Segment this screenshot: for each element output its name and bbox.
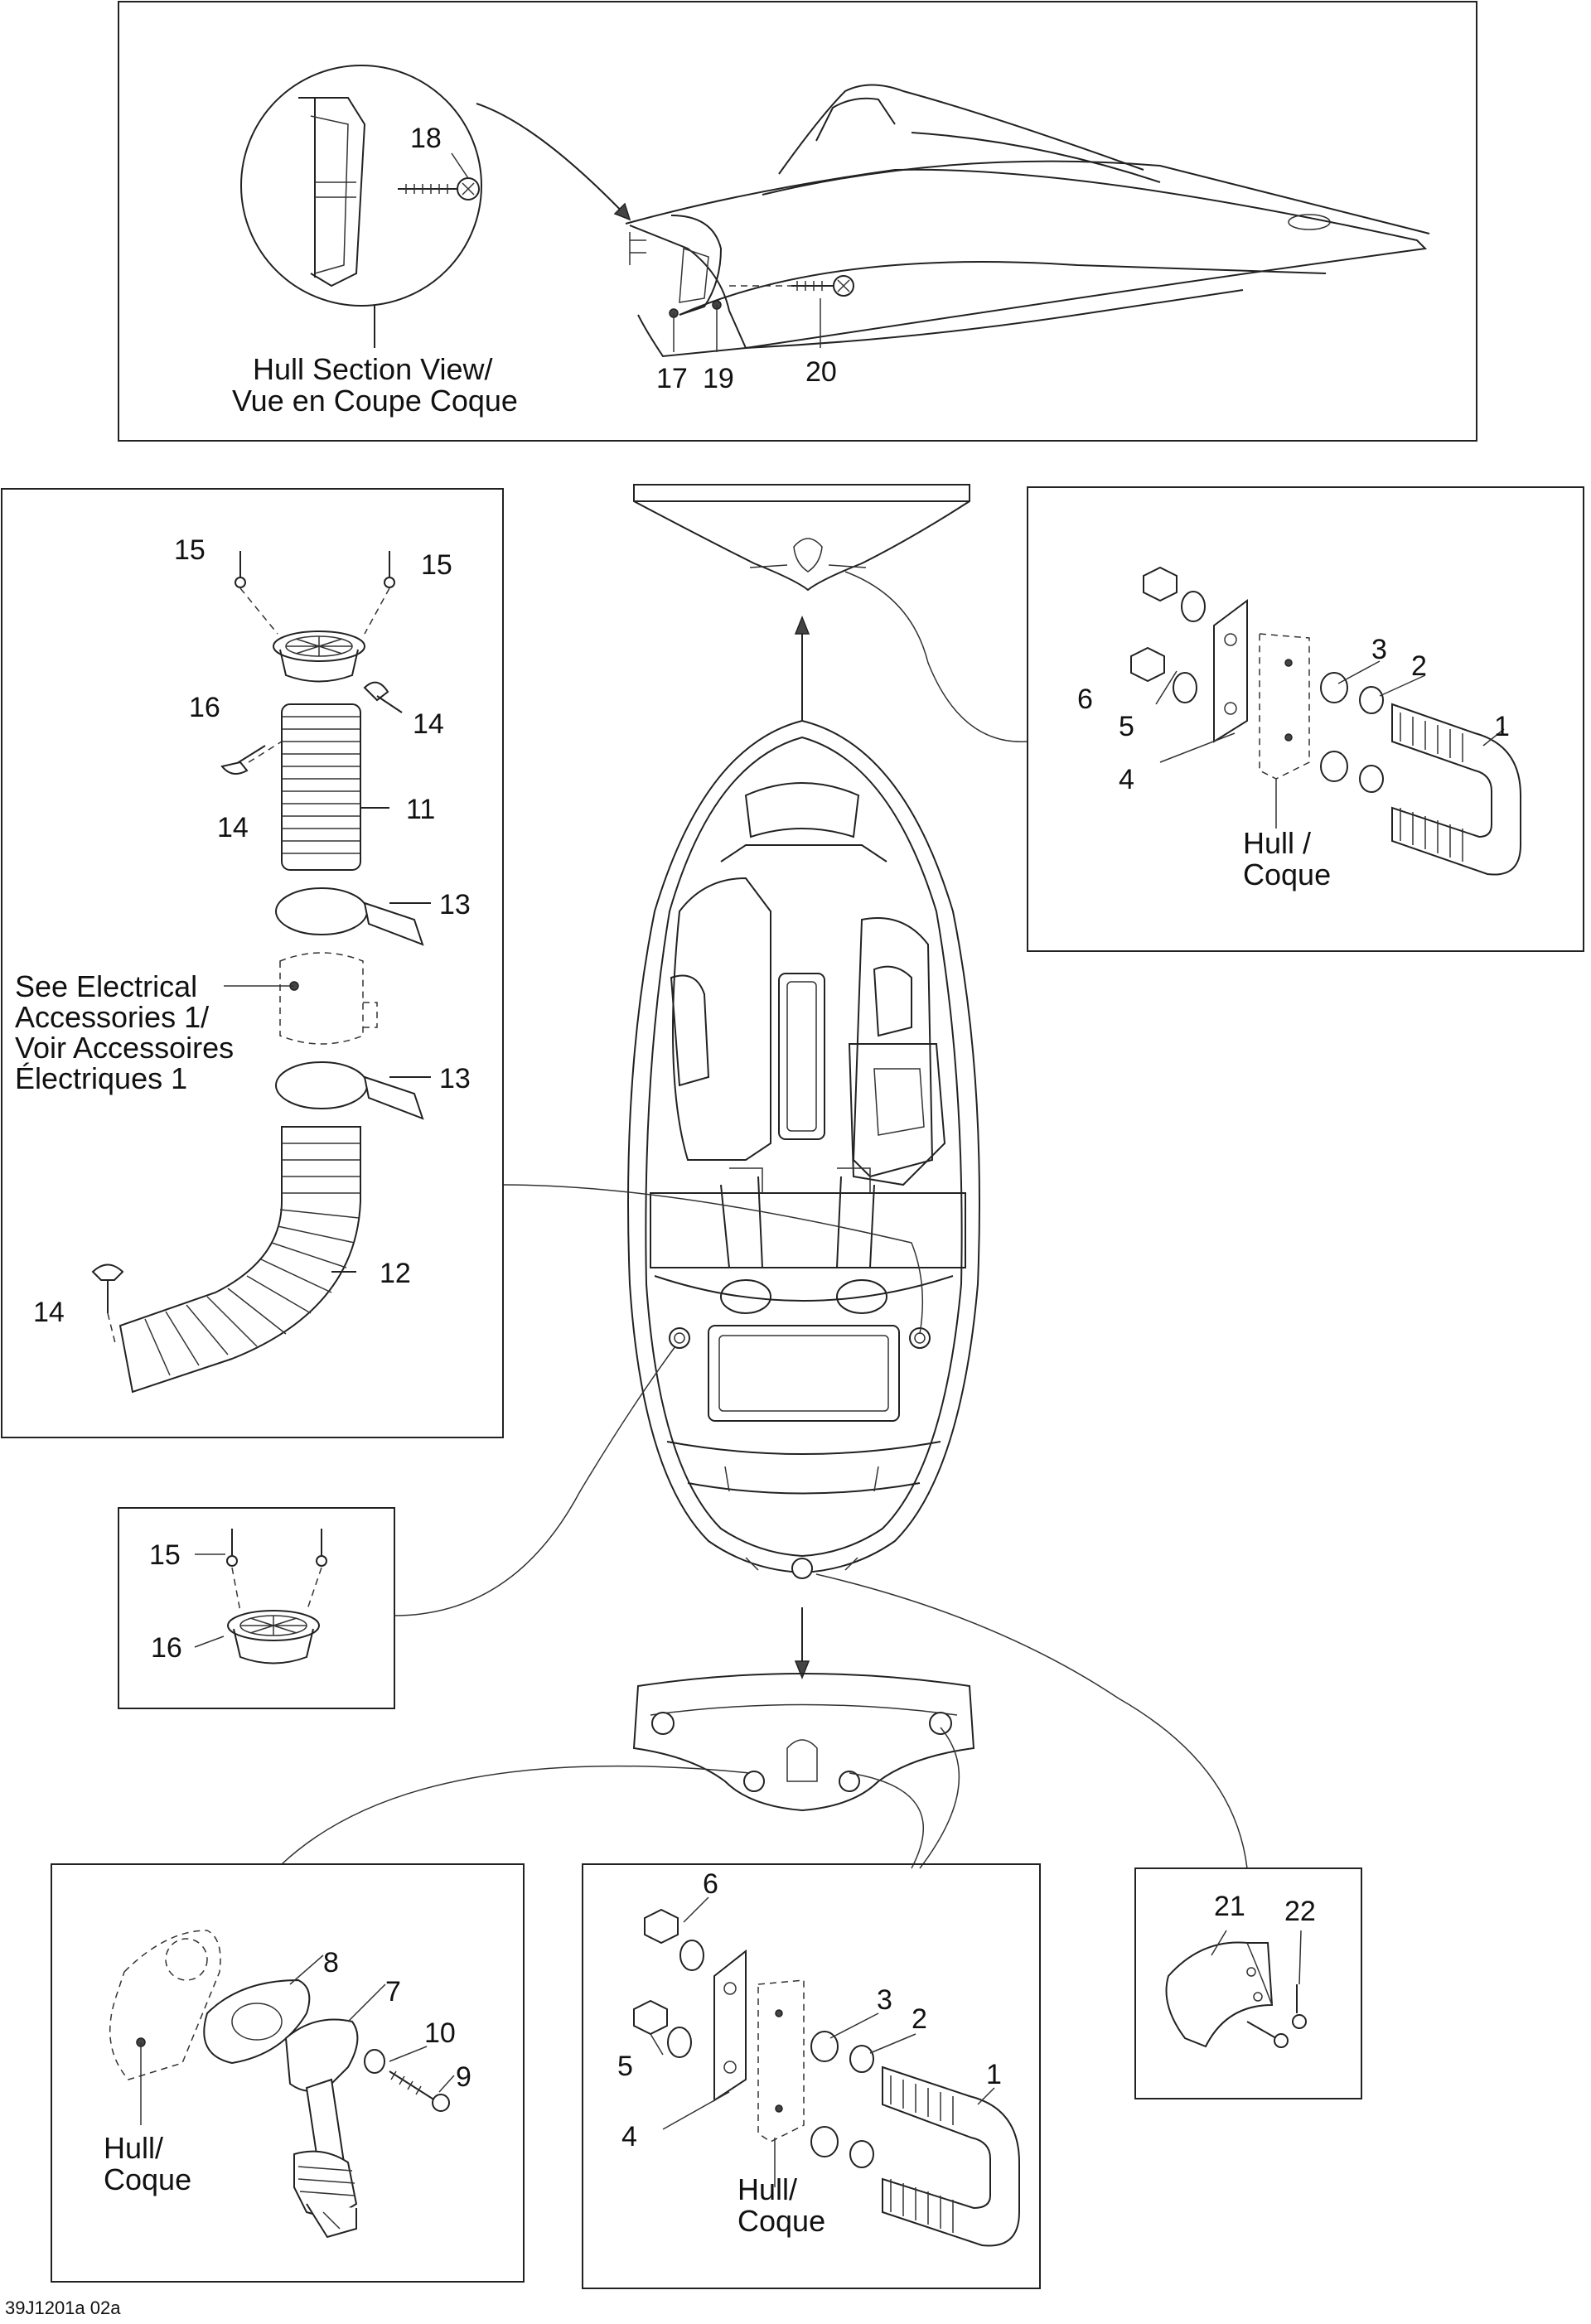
leader-lines bbox=[281, 571, 1248, 1869]
panel-u-bolt-rear: 6 5 4 3 2 1 Hull/ Coque bbox=[582, 1863, 1041, 2289]
callout-22: 22 bbox=[1284, 1896, 1316, 1927]
callout-21: 21 bbox=[1214, 1891, 1245, 1922]
screw-icon bbox=[389, 2070, 450, 2112]
hose-icon bbox=[118, 1126, 361, 1394]
figure-code: 39J1201a 02a bbox=[5, 2297, 121, 2318]
callout-14-top: 14 bbox=[413, 708, 444, 740]
panel-clip: 21 22 bbox=[1134, 1867, 1362, 2099]
callout-19: 19 bbox=[703, 363, 734, 394]
hull-section-caption-line1: Hull Section View/ bbox=[253, 352, 492, 386]
nut-icon bbox=[633, 1908, 679, 2036]
callout-2-top: 2 bbox=[1411, 650, 1427, 682]
callout-15-left: 15 bbox=[174, 534, 206, 566]
panel-vent-cap: 15 16 bbox=[118, 1507, 395, 1709]
callout-4-bottom: 4 bbox=[621, 2121, 637, 2152]
callout-5-bottom: 5 bbox=[617, 2051, 633, 2082]
callout-6-bottom: 6 bbox=[703, 1868, 718, 1900]
callout-12: 12 bbox=[380, 1258, 411, 1289]
callout-3-top: 3 bbox=[1371, 634, 1387, 665]
callout-10: 10 bbox=[424, 2017, 456, 2049]
nut-icon bbox=[1130, 566, 1178, 683]
see-electrical-line4: Électriques 1 bbox=[15, 1061, 187, 1095]
washer-icon bbox=[667, 1940, 874, 2168]
see-electrical-line3: Voir Accessoires bbox=[15, 1031, 234, 1065]
callout-6-top: 6 bbox=[1077, 684, 1093, 715]
clamp-icon bbox=[275, 887, 424, 1120]
see-electrical-line2: Accessories 1/ bbox=[15, 1000, 209, 1034]
callout-1-top: 1 bbox=[1494, 711, 1510, 742]
u-bolt-icon bbox=[882, 2066, 1020, 2247]
hull-label-bl-line2: Coque bbox=[104, 2162, 191, 2196]
vent-cap-icon bbox=[227, 1610, 320, 1664]
boat-hull-icon bbox=[625, 84, 1430, 358]
callout-13-top: 13 bbox=[439, 889, 471, 920]
callout-5-top: 5 bbox=[1119, 711, 1134, 742]
vent-cap-icon bbox=[273, 631, 365, 683]
hull-label-top-line2: Coque bbox=[1243, 858, 1331, 891]
hull-label-bm-line2: Coque bbox=[737, 2204, 825, 2238]
callout-11: 11 bbox=[406, 794, 435, 825]
callout-16-top: 16 bbox=[189, 692, 220, 723]
callout-18: 18 bbox=[410, 123, 442, 154]
boat-top-view bbox=[627, 484, 980, 1812]
see-electrical-line1: See Electrical bbox=[15, 969, 197, 1003]
callout-8: 8 bbox=[323, 1947, 339, 1979]
callout-20: 20 bbox=[805, 356, 837, 388]
callout-9: 9 bbox=[456, 2061, 471, 2093]
panel-drain-plug: 8 7 10 9 Hull/ Coque bbox=[51, 1863, 525, 2283]
callout-3-bottom: 3 bbox=[877, 1984, 892, 2016]
hull-section-caption-line2: Vue en Coupe Coque bbox=[232, 384, 518, 418]
u-bolt-icon bbox=[1391, 703, 1521, 876]
callout-1-bottom: 1 bbox=[986, 2059, 1002, 2090]
callout-17: 17 bbox=[656, 363, 688, 394]
callout-15-right: 15 bbox=[421, 549, 452, 581]
screw-icon bbox=[398, 177, 480, 201]
callout-7: 7 bbox=[385, 1976, 401, 2008]
callout-14-bottom: 14 bbox=[33, 1297, 65, 1328]
callout-13-bottom: 13 bbox=[439, 1063, 471, 1094]
panel-u-bolt-front: 1 2 3 6 5 4 Hull / Coque bbox=[1027, 486, 1584, 952]
callout-14-mid: 14 bbox=[217, 812, 249, 843]
washer-icon bbox=[1173, 591, 1384, 793]
screw-icon bbox=[91, 681, 403, 1347]
callout-16-small: 16 bbox=[151, 1632, 182, 1664]
hose-icon bbox=[281, 703, 361, 871]
panel-hull-section: 18 17 19 20 Hull Section View/ Vue en Co… bbox=[118, 1, 1477, 442]
drain-plug-icon bbox=[284, 2018, 359, 2239]
panel-vent-hoses: 15 15 16 14 14 11 13 13 12 14 See Electr… bbox=[1, 488, 504, 1438]
callout-2-bottom: 2 bbox=[912, 2003, 927, 2035]
hull-label-top-line1: Hull / bbox=[1243, 826, 1311, 860]
hull-label-bm-line1: Hull/ bbox=[737, 2172, 797, 2206]
hull-label-bl-line1: Hull/ bbox=[104, 2131, 163, 2165]
screw-icon bbox=[1246, 1984, 1307, 2048]
screw-icon bbox=[729, 275, 854, 297]
callout-15-small: 15 bbox=[149, 1539, 181, 1571]
callout-4-top: 4 bbox=[1119, 764, 1134, 795]
